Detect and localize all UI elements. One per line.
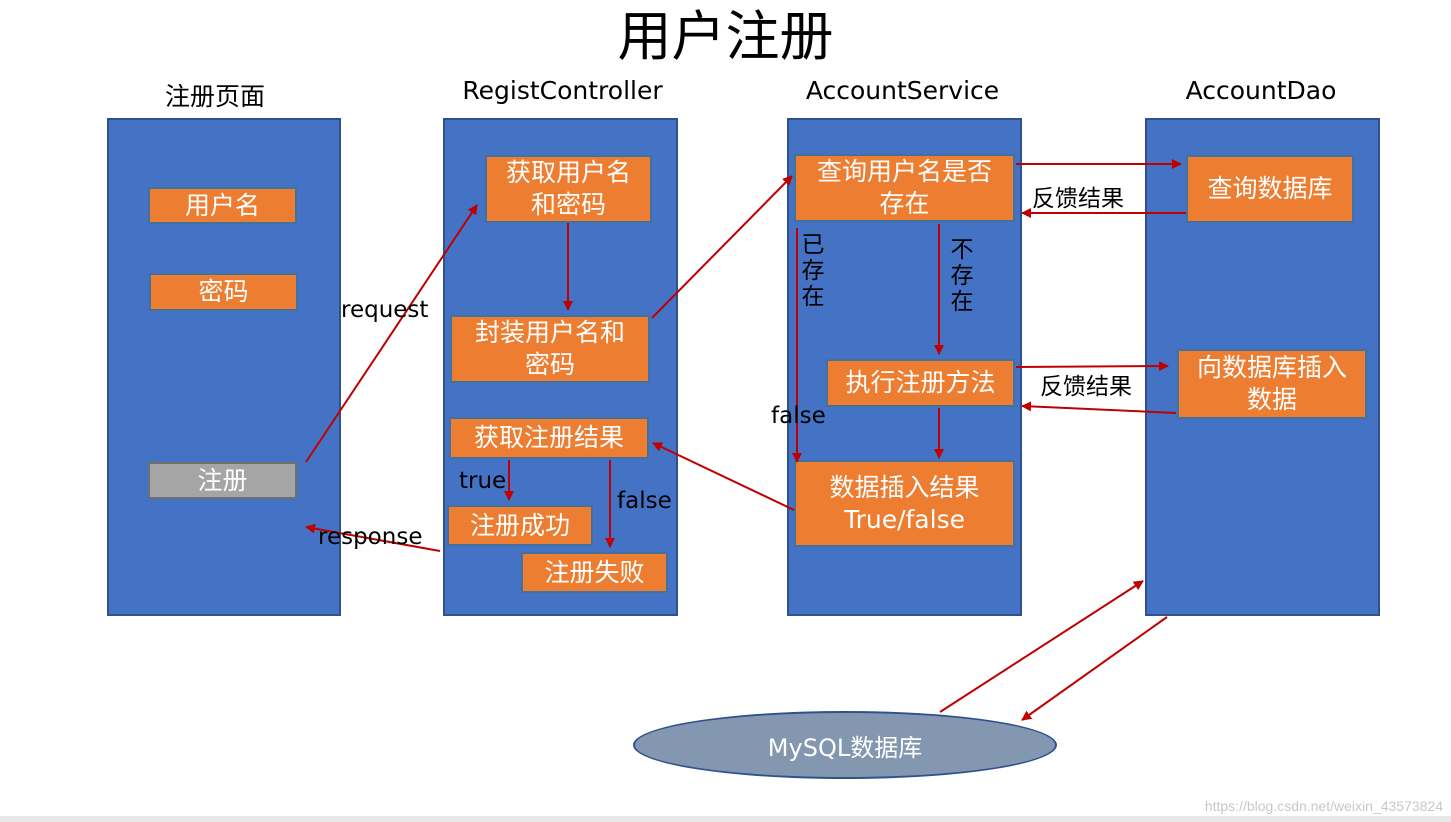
label-false-controller: false <box>617 488 672 514</box>
query-database-box: 查询数据库 <box>1186 155 1354 223</box>
register-success-box: 注册成功 <box>447 505 593 546</box>
insert-database-box: 向数据库插入 数据 <box>1177 349 1367 419</box>
register-button[interactable]: 注册 <box>148 462 297 499</box>
register-failure-box: 注册失败 <box>521 552 668 593</box>
column-title-dao: AccountDao <box>1185 76 1337 105</box>
label-not-exists: 不 存 在 <box>950 237 974 315</box>
bottom-scrollbar <box>0 816 1451 822</box>
label-request: request <box>341 297 429 323</box>
diagram-title: 用户注册 <box>617 5 834 68</box>
username-field-box: 用户名 <box>148 187 297 224</box>
label-exists: 已 存 在 <box>801 232 825 310</box>
mysql-database-ellipse: MySQL数据库 <box>633 711 1057 779</box>
check-username-exists-box: 查询用户名是否 存在 <box>794 154 1015 222</box>
wrap-credentials-box: 封装用户名和 密码 <box>450 315 650 383</box>
column-title-service: AccountService <box>805 76 1000 105</box>
execute-register-box: 执行注册方法 <box>826 359 1015 407</box>
insert-result-box: 数据插入结果 True/false <box>794 460 1015 547</box>
column-title-controller: RegistController <box>462 76 663 105</box>
label-response: response <box>318 524 423 550</box>
get-credentials-box: 获取用户名 和密码 <box>485 155 652 223</box>
column-title-page: 注册页面 <box>164 82 265 111</box>
label-feedback-insert: 反馈结果 <box>1040 374 1132 400</box>
watermark-text: https://blog.csdn.net/weixin_43573824 <box>1204 798 1443 814</box>
get-result-box: 获取注册结果 <box>449 417 649 459</box>
arrow-dao-to-mysql <box>1021 616 1168 721</box>
label-false-service: false <box>771 403 826 429</box>
label-true: true <box>459 468 507 494</box>
label-feedback-query: 反馈结果 <box>1032 186 1124 212</box>
password-field-box: 密码 <box>149 273 298 311</box>
